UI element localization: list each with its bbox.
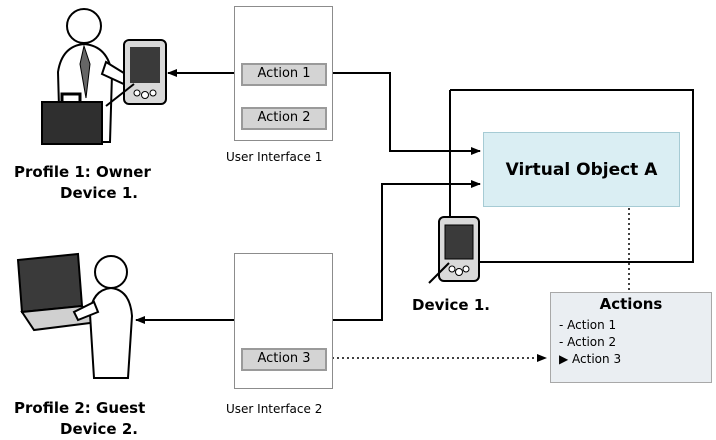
- profile1-title: Profile 1: Owner: [14, 163, 151, 181]
- actions-box: Actions - Action 1 - Action 2 ▶ Action 3: [550, 292, 712, 383]
- profile2-title: Profile 2: Guest: [14, 399, 146, 417]
- actions-item: ▶ Action 3: [559, 352, 622, 366]
- virtual-object-box[interactable]: Virtual Object A: [483, 132, 680, 207]
- arrow-ui2-to-object: [332, 180, 481, 321]
- device1-label: Device 1.: [412, 296, 490, 314]
- virtual-object-label: Virtual Object A: [505, 159, 658, 180]
- ui2-action3-button[interactable]: Action 3: [241, 348, 327, 371]
- profile1-device: Device 1.: [60, 184, 138, 202]
- actions-title: Actions: [599, 295, 663, 313]
- actions-item: - Action 1: [559, 318, 617, 332]
- profile2-device: Device 2.: [60, 420, 138, 438]
- actions-item: - Action 2: [559, 335, 617, 349]
- owner-with-pda-icon: [41, 8, 167, 145]
- ui1-action1-button[interactable]: Action 1: [241, 63, 327, 86]
- ui1-caption: User Interface 1: [226, 150, 323, 164]
- pda-device-icon: [428, 216, 480, 284]
- arrow-action1-to-object: [327, 72, 481, 155]
- device1-frame: [449, 89, 694, 263]
- guest-with-laptop-icon: [16, 252, 134, 379]
- ui2-caption: User Interface 2: [226, 402, 323, 416]
- ui1-action2-button[interactable]: Action 2: [241, 107, 327, 130]
